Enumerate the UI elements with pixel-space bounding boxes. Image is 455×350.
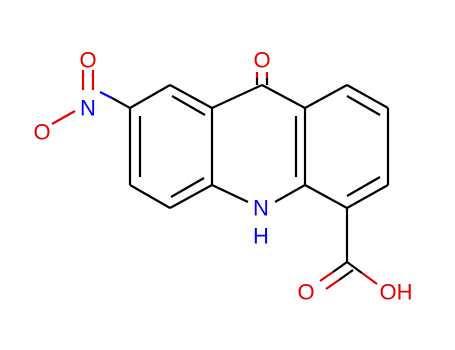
atom-ketone-o: O xyxy=(253,48,270,73)
bond-right-5 xyxy=(304,184,348,209)
bond-nitro-c xyxy=(111,97,131,109)
bond-nitro-n xyxy=(99,91,113,99)
bond-right-1 xyxy=(304,84,348,109)
atom-acid-o: O xyxy=(297,280,314,305)
atom-acid-oh: OH xyxy=(380,280,413,305)
bond-left-2 xyxy=(169,84,213,109)
atom-nh-n: N xyxy=(253,196,269,221)
bond-right-4-inner xyxy=(346,176,381,197)
bond-group xyxy=(128,84,390,262)
bond-right-4 xyxy=(346,184,389,209)
bond-acid-o-2 xyxy=(325,279,340,290)
bond-mid-4 xyxy=(274,184,306,203)
bond-acid-o-1 xyxy=(319,271,334,282)
hetero-bond-group xyxy=(51,70,378,290)
bond-acid-co-2 xyxy=(338,269,354,281)
bond-left-5 xyxy=(129,184,171,209)
bond-mid-3 xyxy=(211,184,249,203)
atom-nitro-n: N xyxy=(80,96,96,121)
bond-acid-co-1 xyxy=(332,261,348,273)
atom-labels: O O N O N H O OH xyxy=(33,48,412,305)
bond-right-2 xyxy=(346,84,389,109)
atom-nitro-o-left: O xyxy=(33,120,50,145)
bond-left-1 xyxy=(129,84,171,109)
bond-left-4 xyxy=(169,184,213,209)
atom-nitro-o-top: O xyxy=(79,48,96,73)
bond-left-2-inner xyxy=(171,95,206,116)
bond-right-2-inner xyxy=(346,95,381,116)
atom-nh-h: H xyxy=(253,224,269,249)
bond-nitro-o-left xyxy=(51,110,76,125)
bond-mid-1 xyxy=(211,84,263,109)
bond-mid-2 xyxy=(261,84,306,109)
bond-acid-oh xyxy=(346,261,363,274)
bond-acid-oh-red xyxy=(361,272,378,285)
bond-left-4-inner xyxy=(170,177,205,198)
